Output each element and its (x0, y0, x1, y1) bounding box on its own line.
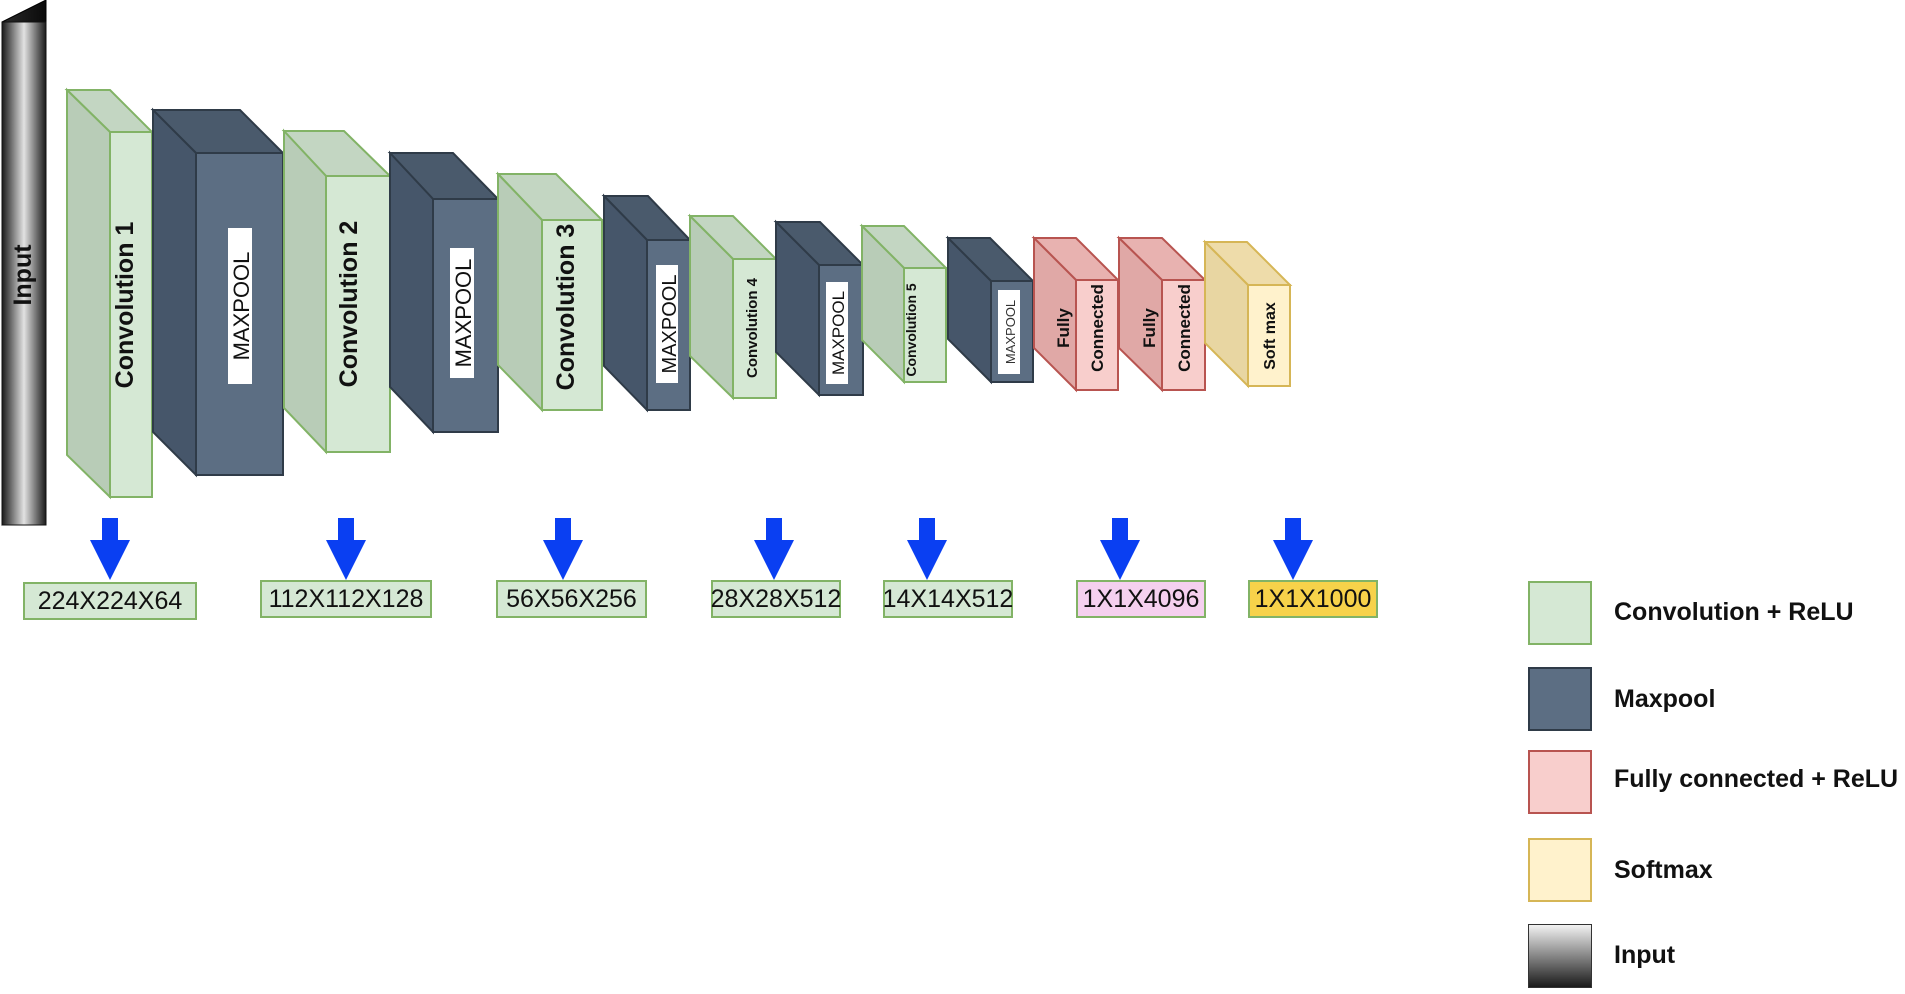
dim-label-conv3: 56X56X256 (496, 580, 647, 618)
dim-label-conv2: 112X112X128 (260, 580, 432, 618)
dim-label-softmax: 1X1X1000 (1248, 580, 1378, 618)
arrow-3 (543, 518, 583, 580)
dim-label-conv4: 28X28X512 (711, 580, 841, 618)
arrow-5 (907, 518, 947, 580)
legend-label-softmax: Softmax (1614, 856, 1713, 884)
conv1-block: Convolution 1 (64, 87, 155, 500)
legend-swatch-fc (1528, 750, 1592, 814)
legend-swatch-conv (1528, 581, 1592, 645)
legend-label-maxpool: Maxpool (1614, 685, 1716, 713)
pool3-block: MAXPOOL (601, 193, 693, 413)
pool2-block: MAXPOOL (387, 150, 501, 435)
conv4-block: Convolution 4 (687, 213, 779, 401)
pool3-label: MAXPOOL (659, 275, 681, 374)
pool2-label: MAXPOOL (451, 259, 476, 368)
legend-label-conv: Convolution + ReLU (1614, 598, 1854, 626)
softmax-label: Soft max (1262, 302, 1279, 370)
legend-swatch-softmax (1528, 838, 1592, 902)
pool5-label: MAXPOOL (1003, 300, 1018, 364)
conv3-block: Convolution 3 (495, 171, 605, 413)
legend-swatch-maxpool (1528, 667, 1592, 731)
softmax-block: Soft max (1202, 239, 1293, 389)
input-layer: Input (1, 0, 47, 526)
legend-swatch-input (1528, 924, 1592, 988)
dim-label-fc: 1X1X4096 (1076, 580, 1206, 618)
arrow-7 (1273, 518, 1313, 580)
dim-label-conv1: 224X224X64 (23, 582, 197, 620)
pool1-label: MAXPOOL (229, 252, 254, 361)
pool5-block: MAXPOOL (945, 235, 1036, 385)
conv5-label: Convolution 5 (903, 283, 919, 377)
fc1-label-line2: Connected (1088, 284, 1107, 372)
conv5-block: Convolution 5 (859, 223, 949, 385)
fc2-block: Fully Connected (1116, 235, 1208, 393)
legend-label-fc: Fully connected + ReLU (1614, 765, 1899, 793)
arrow-4 (754, 518, 794, 580)
conv3-label: Convolution 3 (552, 224, 580, 391)
pool1-block: MAXPOOL (150, 107, 286, 478)
fc2-label-line2: Connected (1175, 284, 1194, 372)
arrow-1 (90, 518, 130, 580)
dim-label-conv5: 14X14X512 (883, 580, 1013, 618)
conv2-label: Convolution 2 (335, 221, 363, 388)
conv4-label: Convolution 4 (744, 277, 761, 378)
conv2-block: Convolution 2 (281, 128, 393, 455)
legend-label-input: Input (1614, 941, 1676, 969)
fc1-label-line1: Fully (1054, 308, 1073, 348)
fc1-block: Fully Connected (1031, 235, 1121, 393)
arrow-2 (326, 518, 366, 580)
input-label: Input (9, 244, 37, 306)
conv1-label: Convolution 1 (111, 222, 139, 389)
arrow-6 (1100, 518, 1140, 580)
pool4-label: MAXPOOL (829, 291, 848, 375)
fc2-label-line1: Fully (1140, 308, 1159, 348)
pool4-block: MAXPOOL (773, 219, 866, 398)
